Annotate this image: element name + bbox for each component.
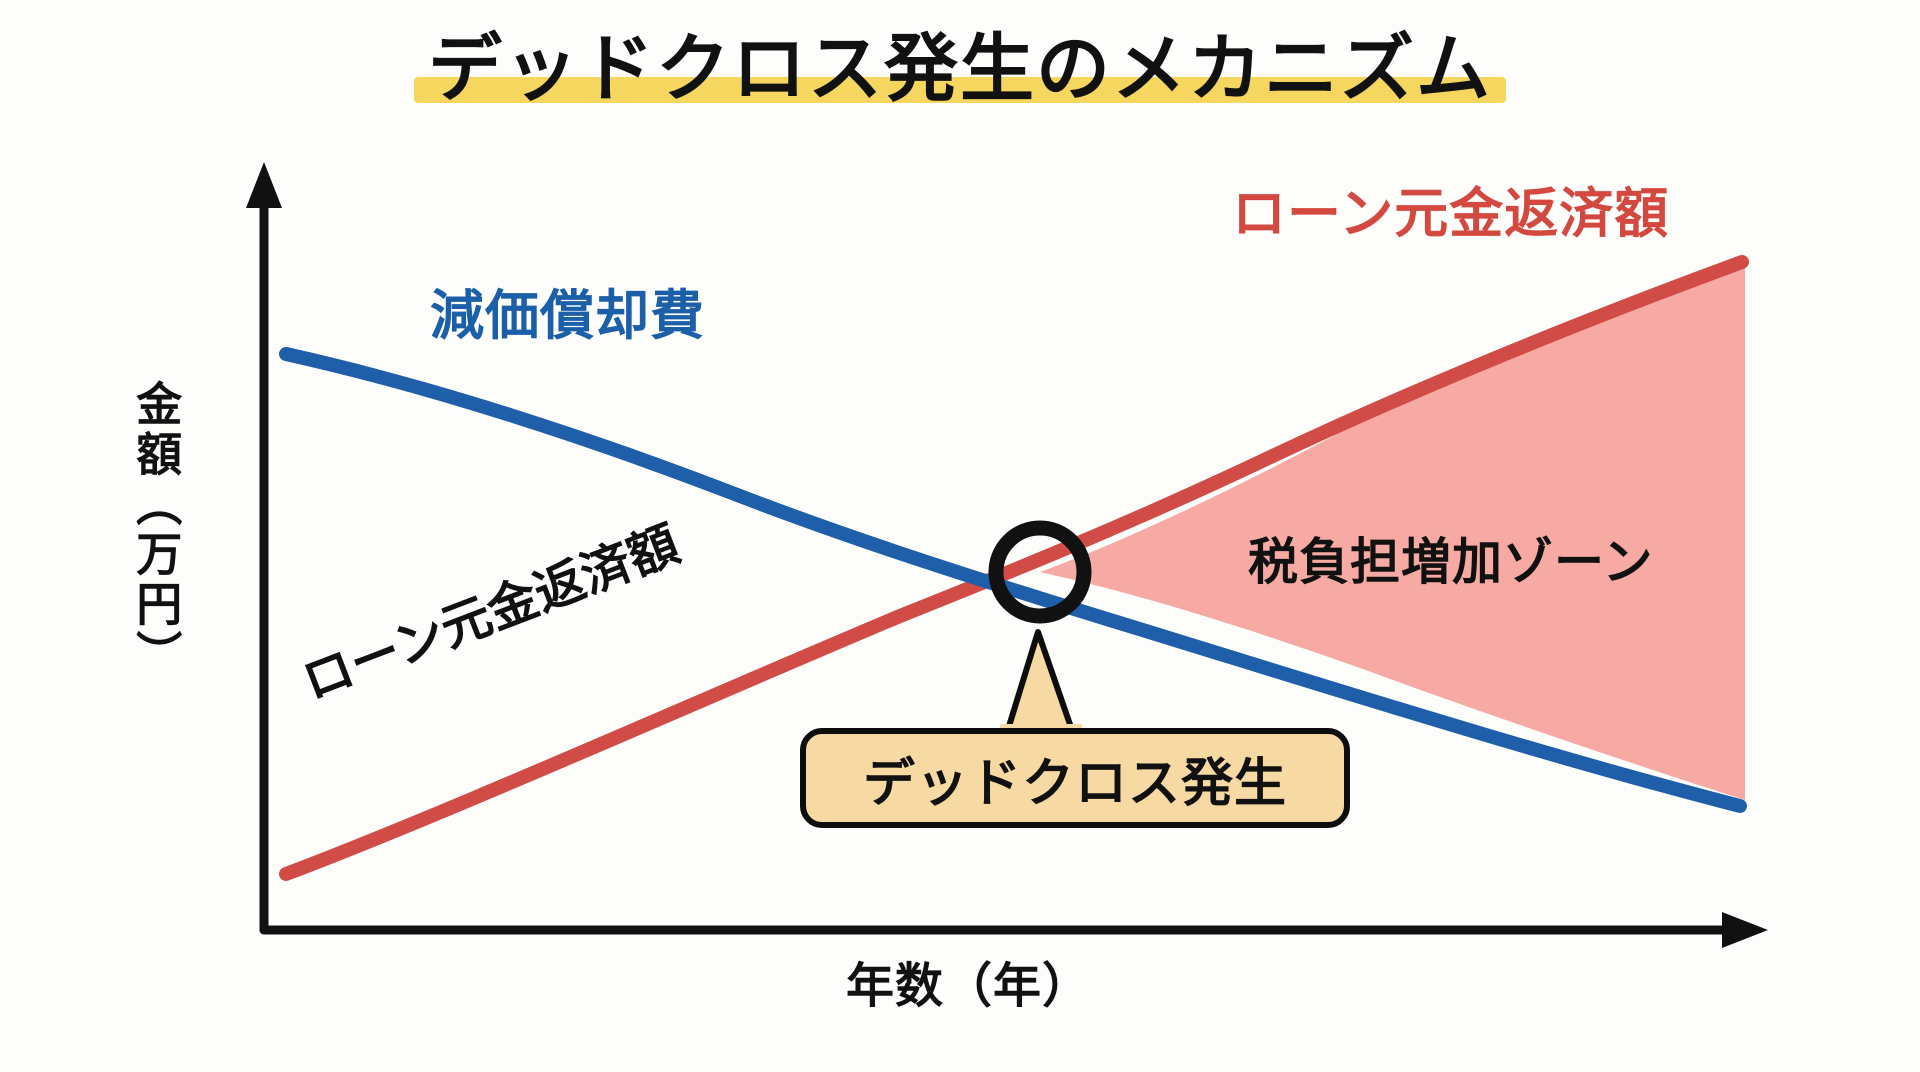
tax-burden-zone-fill <box>1040 268 1745 800</box>
dead-cross-callout-text: デッドクロス発生 <box>862 754 1287 813</box>
loan-principal-series-label: ローン元金返済額 <box>1232 184 1670 244</box>
loan-principal-line <box>279 255 1749 881</box>
tax-burden-zone-label: 税負担増加ゾーン <box>1248 534 1654 590</box>
dead-cross-callout: デッドクロス発生 <box>800 728 1350 828</box>
y-axis-label: 金額（万円） <box>130 380 183 680</box>
callout-tail <box>1003 629 1077 739</box>
depreciation-line <box>279 347 1747 813</box>
x-axis-arrowhead <box>1722 912 1768 948</box>
depreciation-series-label: 減価償却費 <box>430 286 705 346</box>
x-axis-label: 年数（年） <box>846 960 1092 1013</box>
crossing-point-marker <box>988 520 1092 624</box>
y-axis-arrowhead <box>246 162 282 208</box>
